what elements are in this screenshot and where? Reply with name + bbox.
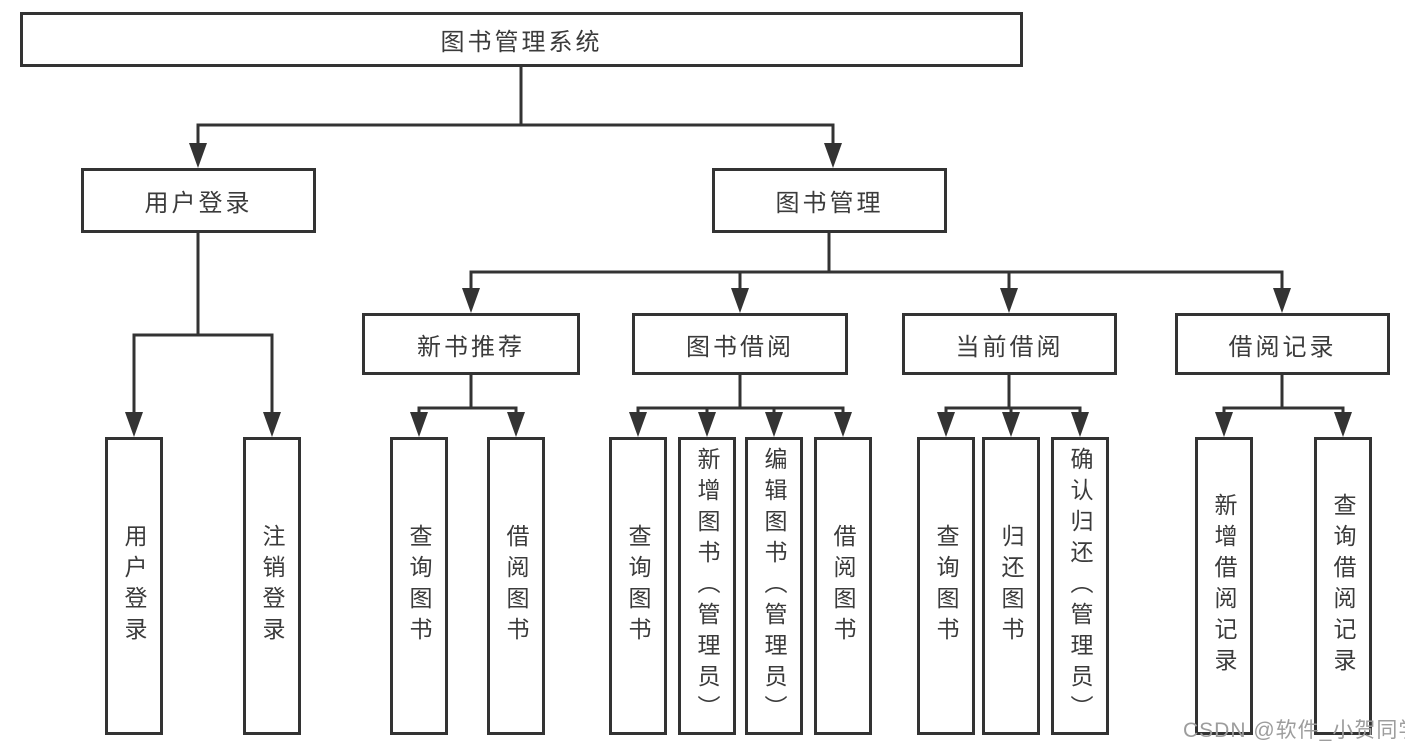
- connector-line-borrowing-records: [1222, 375, 1345, 415]
- leaf-borrowing-edit-books-admin: 编辑图书（管理员）: [745, 437, 803, 735]
- node-label: 用户登录: [144, 190, 253, 217]
- node-label: 注销登录: [259, 524, 285, 648]
- arrowhead-icon: [1002, 412, 1020, 437]
- node-label: 查询图书: [625, 524, 651, 648]
- node-borrowing-records: 借阅记录: [1175, 313, 1390, 375]
- node-user-login: 用户登录: [81, 168, 316, 233]
- node-label: 查询图书: [406, 524, 432, 648]
- node-library-management-system: 图书管理系统: [20, 12, 1023, 67]
- node-label: 图书管理: [775, 190, 884, 217]
- arrowhead-icon: [629, 412, 647, 437]
- arrowhead-icon: [462, 288, 480, 313]
- leaf-recommend-borrow-books: 借阅图书: [487, 437, 545, 735]
- node-label: 新书推荐: [417, 333, 525, 361]
- node-book-management: 图书管理: [712, 168, 947, 233]
- leaf-borrowing-borrow-books: 借阅图书: [814, 437, 872, 735]
- leaf-current-return-books: 归还图书: [982, 437, 1040, 735]
- node-label: 确认归还（管理员）: [1067, 446, 1093, 726]
- leaf-logout: 注销登录: [243, 437, 301, 735]
- arrowhead-icon: [937, 412, 955, 437]
- arrowhead-icon: [189, 143, 207, 168]
- node-label: 新增借阅记录: [1211, 493, 1237, 679]
- connector-line-user-login: [132, 233, 274, 415]
- node-label: 借阅图书: [830, 524, 856, 648]
- arrowhead-icon: [1334, 412, 1352, 437]
- connector-line-root: [196, 67, 835, 148]
- leaf-current-query-books: 查询图书: [917, 437, 975, 735]
- arrowhead-icon: [1000, 288, 1018, 313]
- node-label: 查询图书: [933, 524, 959, 648]
- arrowhead-icon: [507, 412, 525, 437]
- node-current-borrowing: 当前借阅: [902, 313, 1117, 375]
- arrowhead-icon: [410, 412, 428, 437]
- leaf-current-confirm-return-admin: 确认归还（管理员）: [1051, 437, 1109, 735]
- arrowhead-icon: [698, 412, 716, 437]
- leaf-borrowing-query-books: 查询图书: [609, 437, 667, 735]
- node-label: 借阅图书: [503, 524, 529, 648]
- arrowhead-icon: [834, 412, 852, 437]
- node-label: 归还图书: [998, 524, 1024, 648]
- node-label: 图书借阅: [686, 333, 794, 361]
- node-label: 用户登录: [121, 524, 147, 648]
- arrowhead-icon: [731, 288, 749, 313]
- connector-line-book-management: [469, 233, 1284, 291]
- leaf-recommend-query-books: 查询图书: [390, 437, 448, 735]
- arrowhead-icon: [1071, 412, 1089, 437]
- connector-line-book-borrowing: [636, 375, 845, 415]
- node-label: 图书管理系统: [440, 29, 603, 56]
- node-label: 新增图书（管理员）: [694, 446, 720, 726]
- leaf-records-add-borrow-record: 新增借阅记录: [1195, 437, 1253, 735]
- arrowhead-icon: [263, 412, 281, 437]
- csdn-watermark: CSDN @软件_小贺同学: [1183, 719, 1405, 742]
- leaf-borrowing-add-books-admin: 新增图书（管理员）: [678, 437, 736, 735]
- node-book-borrowing: 图书借阅: [632, 313, 848, 375]
- node-new-book-recommend: 新书推荐: [362, 313, 580, 375]
- arrowhead-icon: [125, 412, 143, 437]
- node-label: 当前借阅: [955, 333, 1064, 361]
- arrowhead-icon: [1215, 412, 1233, 437]
- node-label: 借阅记录: [1228, 333, 1337, 361]
- connector-line-current-borrowing: [944, 375, 1082, 415]
- connector-line-new-book-recommend: [417, 375, 518, 415]
- node-label: 编辑图书（管理员）: [761, 446, 787, 726]
- arrowhead-icon: [765, 412, 783, 437]
- leaf-records-query-borrow-record: 查询借阅记录: [1314, 437, 1372, 735]
- arrowhead-icon: [1273, 288, 1291, 313]
- leaf-user-login: 用户登录: [105, 437, 163, 735]
- node-label: 查询借阅记录: [1330, 493, 1356, 679]
- arrowhead-icon: [824, 143, 842, 168]
